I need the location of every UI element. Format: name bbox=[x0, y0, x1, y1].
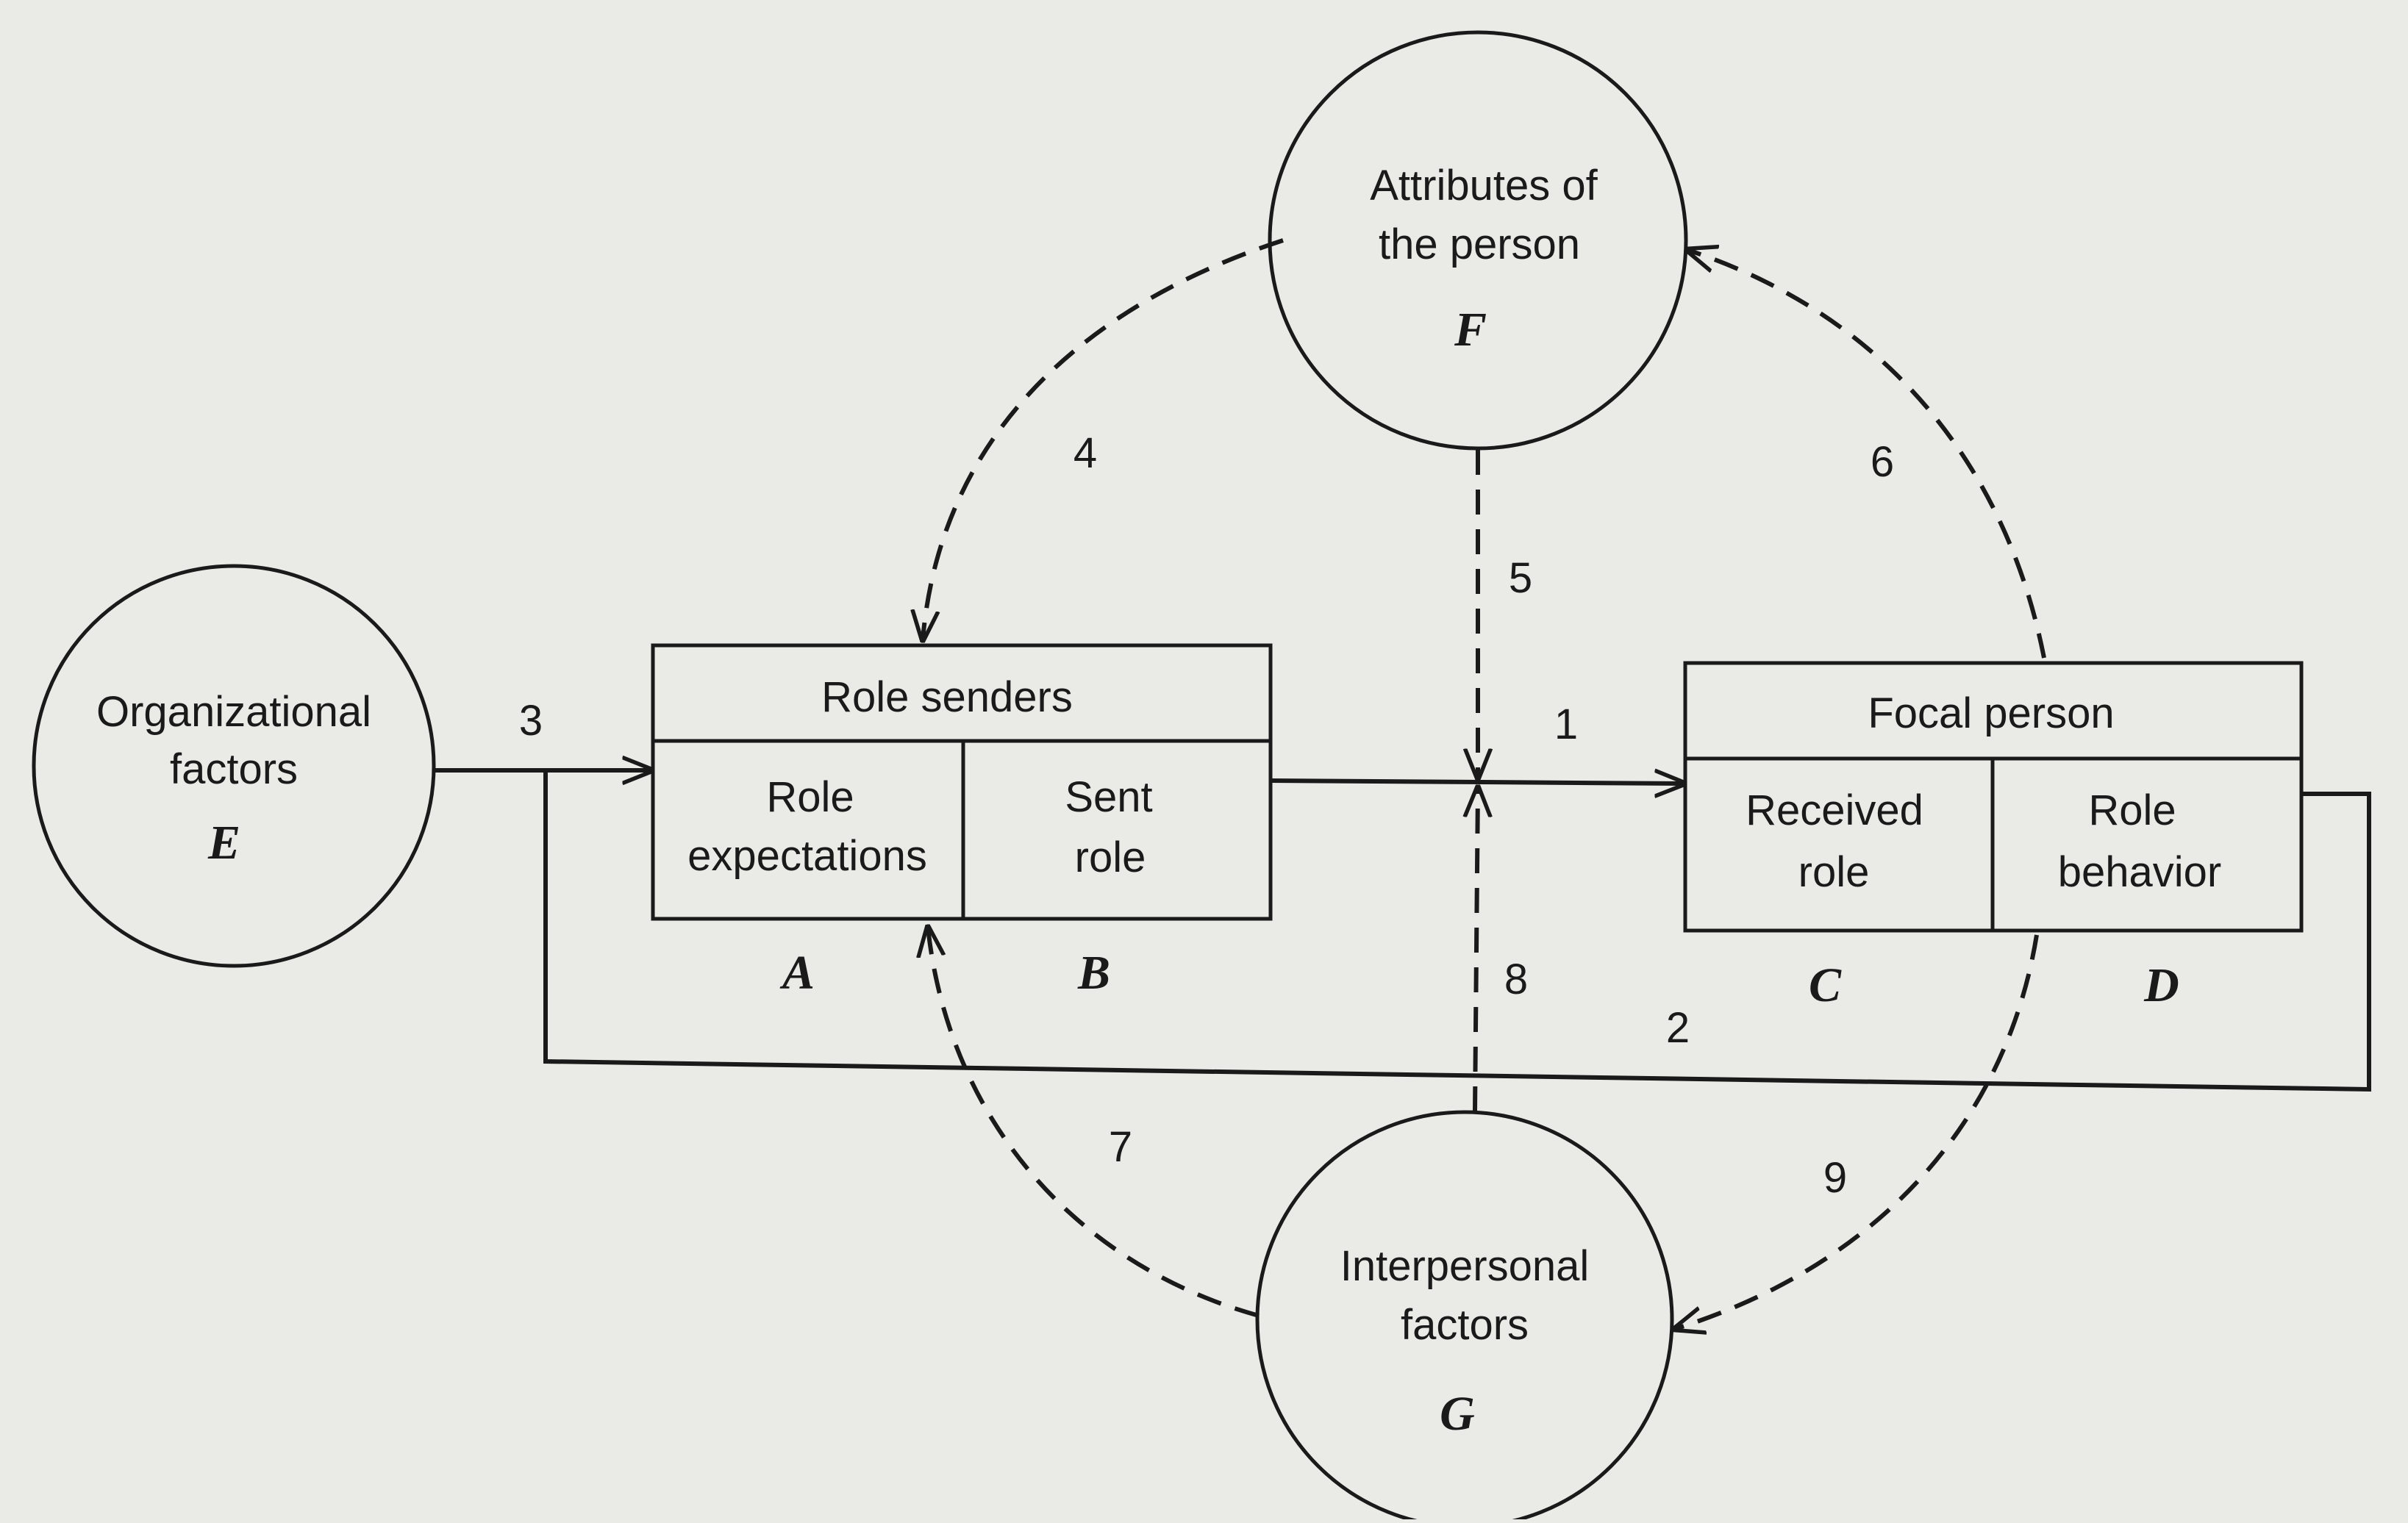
cell-a-letter: A bbox=[779, 946, 815, 1000]
node-f-line1: Attributes of bbox=[1370, 162, 1598, 209]
edge-label-4: 4 bbox=[1073, 429, 1097, 477]
cell-b-line2: role bbox=[1075, 834, 1146, 881]
node-g-letter: G bbox=[1440, 1387, 1475, 1441]
edge-label-5: 5 bbox=[1509, 554, 1532, 602]
cell-c-letter: C bbox=[1809, 958, 1842, 1012]
edge-label-6: 6 bbox=[1871, 438, 1894, 486]
node-attributes-of-the-person: Attributes of the person F bbox=[1268, 30, 1688, 451]
cell-a-line1: Role bbox=[766, 773, 854, 821]
feedback-loop-2 bbox=[543, 770, 2371, 1092]
solid-connectors bbox=[434, 770, 2371, 1092]
node-g-line2: factors bbox=[1401, 1301, 1529, 1349]
edge-label-8: 8 bbox=[1504, 956, 1528, 1003]
arrow-9-behavior-to-g bbox=[1675, 934, 2039, 1329]
node-organizational-factors: Organizational factors E bbox=[32, 564, 436, 968]
arrow-7-g-to-role-expectations bbox=[928, 928, 1260, 1318]
role-senders-box: Role senders Role expectations Sent role… bbox=[651, 643, 1273, 1000]
cell-c-line1: Received bbox=[1746, 786, 1923, 834]
node-interpersonal-factors: Interpersonal factors G bbox=[1255, 1110, 1674, 1523]
cell-d-line2: behavior bbox=[2058, 848, 2221, 896]
arrow-4-f-to-role-expectations bbox=[923, 238, 1284, 639]
node-e-letter: E bbox=[207, 816, 240, 870]
node-e-circle bbox=[32, 564, 436, 968]
node-g-line1: Interpersonal bbox=[1340, 1242, 1590, 1290]
cell-b-letter: B bbox=[1077, 946, 1110, 1000]
cell-d-letter: D bbox=[2143, 958, 2179, 1012]
cell-a-line2: expectations bbox=[687, 832, 927, 880]
node-e-line2: factors bbox=[170, 745, 298, 793]
edge-labels: 1 2 3 4 5 6 7 8 9 bbox=[519, 429, 1894, 1202]
arrow-1-sent-to-received-role bbox=[1270, 781, 1684, 784]
node-f-line2: the person bbox=[1379, 221, 1580, 268]
cell-b-line1: Sent bbox=[1065, 773, 1152, 821]
edge-label-1: 1 bbox=[1554, 700, 1578, 748]
cell-d-line1: Role bbox=[2088, 786, 2176, 834]
edge-label-3: 3 bbox=[519, 697, 543, 745]
arrow-8-g-to-transmission bbox=[1475, 788, 1478, 1112]
edge-label-2: 2 bbox=[1666, 1004, 1690, 1052]
node-f-circle bbox=[1268, 30, 1688, 451]
node-e-line1: Organizational bbox=[96, 688, 371, 736]
role-senders-title: Role senders bbox=[821, 673, 1073, 721]
node-f-letter: F bbox=[1454, 303, 1487, 356]
arrow-6-focal-to-f bbox=[1687, 250, 2046, 659]
focal-person-box: Focal person Received role Role behavior… bbox=[1683, 661, 2304, 1012]
dashed-connectors bbox=[923, 238, 2046, 1329]
edge-label-9: 9 bbox=[1823, 1154, 1847, 1202]
cell-c-line2: role bbox=[1798, 848, 1870, 896]
edge-label-7: 7 bbox=[1109, 1123, 1132, 1171]
focal-person-title: Focal person bbox=[1868, 689, 2114, 737]
